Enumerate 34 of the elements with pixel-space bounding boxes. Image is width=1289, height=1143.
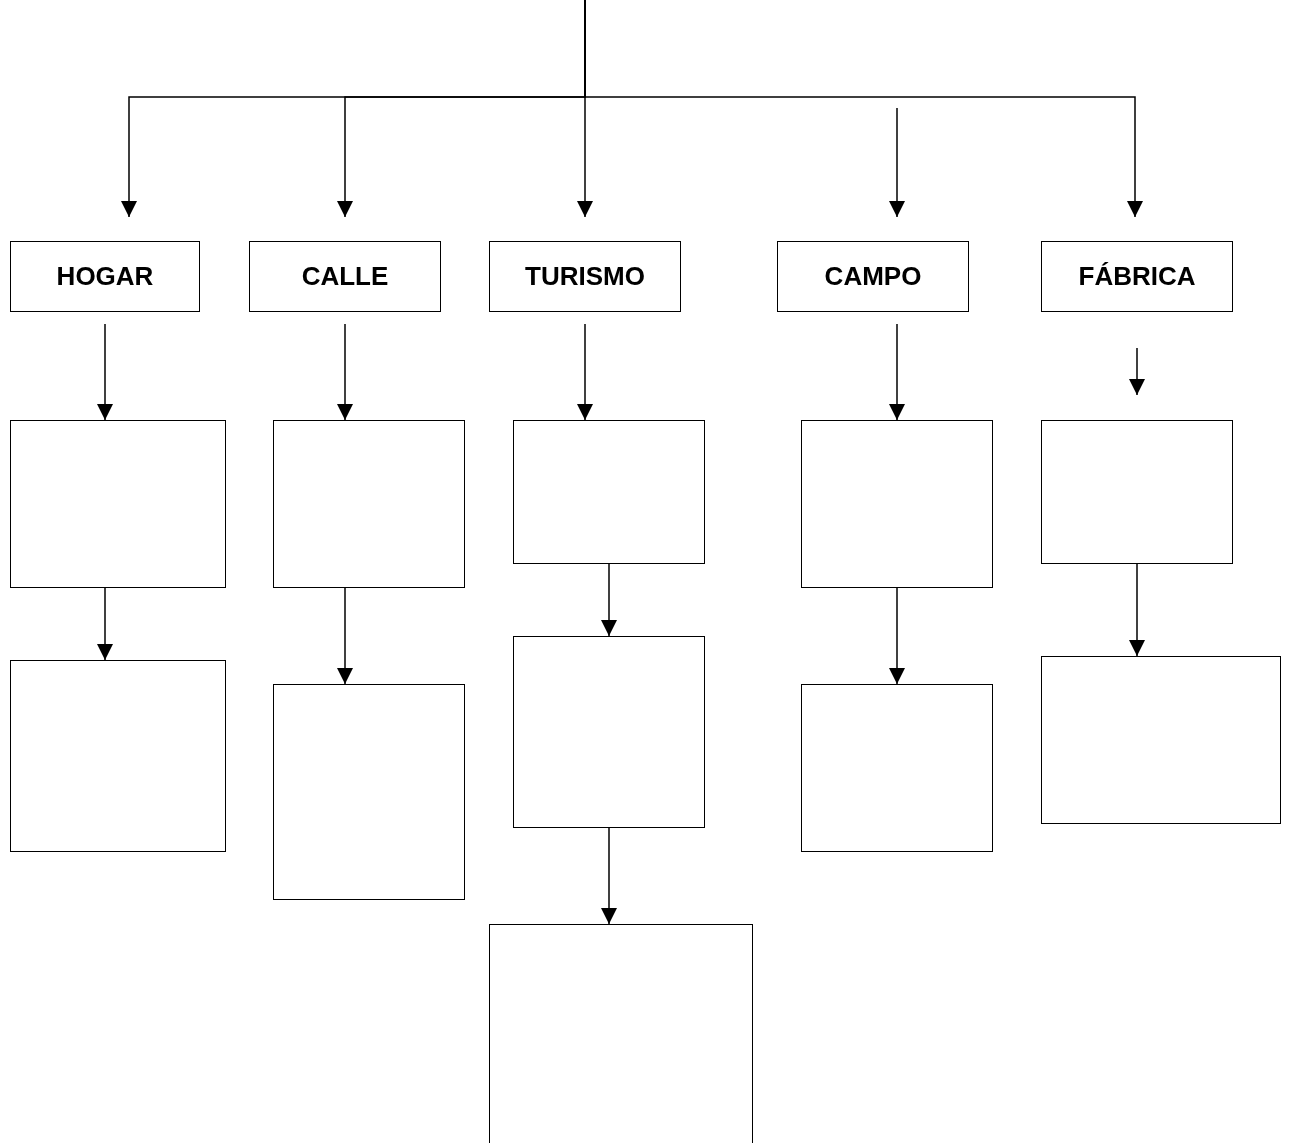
arrow <box>601 563 617 637</box>
arrow <box>889 107 905 218</box>
empty-box <box>801 420 993 588</box>
category-label: FÁBRICA <box>1078 261 1196 292</box>
category-label: TURISMO <box>525 261 645 292</box>
arrow <box>97 587 113 661</box>
empty-box <box>10 660 226 852</box>
empty-box <box>1041 656 1281 824</box>
category-label: HOGAR <box>56 261 154 292</box>
category-box <box>777 241 969 312</box>
category-box <box>1041 241 1233 312</box>
arrow <box>1129 347 1145 396</box>
empty-box <box>513 420 705 564</box>
arrow <box>337 587 353 685</box>
empty-box <box>801 684 993 852</box>
arrow <box>577 323 593 421</box>
arrow <box>1129 563 1145 657</box>
arrow <box>337 323 353 421</box>
category-label: CAMPO <box>824 261 922 292</box>
category-box <box>249 241 441 312</box>
empty-box <box>10 420 226 588</box>
empty-box <box>489 924 753 1143</box>
empty-box <box>513 636 705 828</box>
arrow <box>889 323 905 421</box>
category-label: CALLE <box>301 261 389 292</box>
empty-box <box>273 420 465 588</box>
empty-box <box>1041 420 1233 564</box>
arrow <box>601 827 617 925</box>
category-box <box>489 241 681 312</box>
arrow <box>97 323 113 421</box>
arrow <box>889 587 905 685</box>
category-box <box>10 241 200 312</box>
empty-box <box>273 684 465 900</box>
arrow <box>584 0 1143 218</box>
